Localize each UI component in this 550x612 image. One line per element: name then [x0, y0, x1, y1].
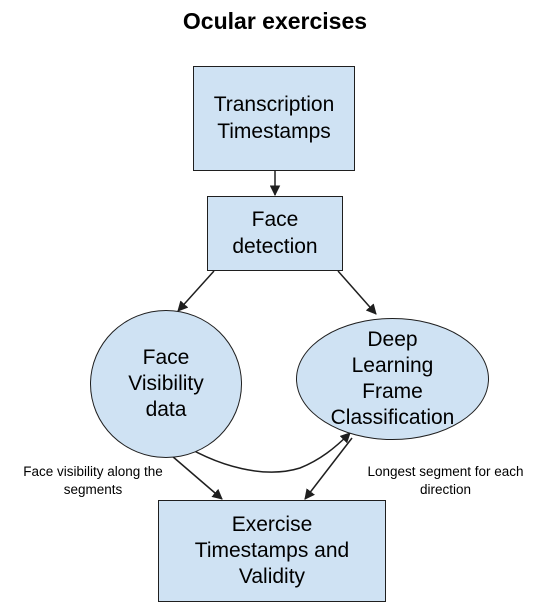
node-transcription-timestamps: Transcription Timestamps	[193, 66, 355, 171]
node-transcription-label: Transcription Timestamps	[213, 93, 335, 143]
arrow-face-detection-to-face-visibility	[177, 270, 215, 312]
node-exercise-timestamps-validity: Exercise Timestamps and Validity	[158, 500, 386, 602]
edge-label-longest-segment: Longest segment for each direction	[367, 464, 524, 498]
node-face-detection: Face detection	[207, 196, 343, 271]
node-face-detection-label: Face detection	[232, 208, 318, 258]
diagram-title: Ocular exercises	[182, 8, 368, 34]
node-deep-learning-label: Deep Learning Frame Classification	[330, 327, 455, 430]
node-deep-learning-classification: Deep Learning Frame Classification	[296, 318, 489, 440]
node-exercise-label: Exercise Timestamps and Validity	[194, 512, 350, 589]
node-face-visibility-data: Face Visibility data	[90, 310, 242, 458]
node-face-visibility-label: Face Visibility data	[128, 345, 204, 422]
arrow-face-detection-to-deep-learning	[337, 270, 377, 315]
edge-label-face-visibility: Face visibility along the segments	[23, 464, 163, 498]
